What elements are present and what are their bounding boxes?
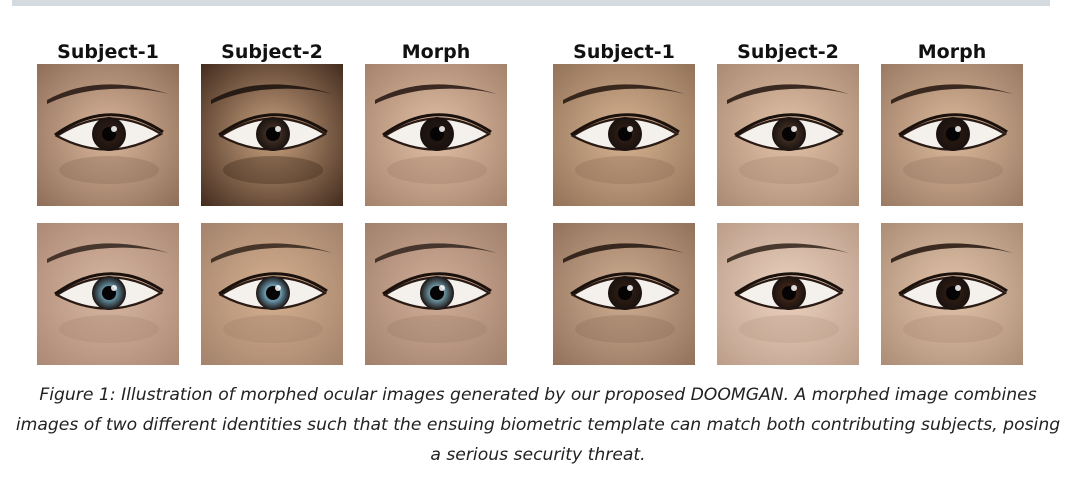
- column-label: Subject-1: [57, 41, 159, 63]
- caption-line: Figure 1: Illustration of morphed ocular…: [39, 385, 1037, 405]
- ocular-image: [881, 64, 1023, 206]
- ocular-image: [37, 223, 179, 365]
- ocular-image: [553, 64, 695, 206]
- caption-line: images of two different identities such …: [15, 415, 1061, 435]
- column-label: Subject-2: [221, 41, 323, 63]
- column-label: Subject-2: [737, 41, 839, 63]
- top-rule: [12, 0, 1050, 6]
- column-label: Morph: [917, 41, 987, 63]
- column-label: Morph: [401, 41, 471, 63]
- ocular-image: [553, 223, 695, 365]
- ocular-image: [201, 64, 343, 206]
- ocular-image: [365, 64, 507, 206]
- ocular-image: [881, 223, 1023, 365]
- ocular-image: [365, 223, 507, 365]
- ocular-image: [717, 223, 859, 365]
- ocular-image: [37, 64, 179, 206]
- caption-line: a serious security threat.: [430, 445, 646, 465]
- figure-caption: Figure 1: Illustration of morphed ocular…: [8, 380, 1068, 470]
- ocular-image: [717, 64, 859, 206]
- column-label: Subject-1: [573, 41, 675, 63]
- ocular-image: [201, 223, 343, 365]
